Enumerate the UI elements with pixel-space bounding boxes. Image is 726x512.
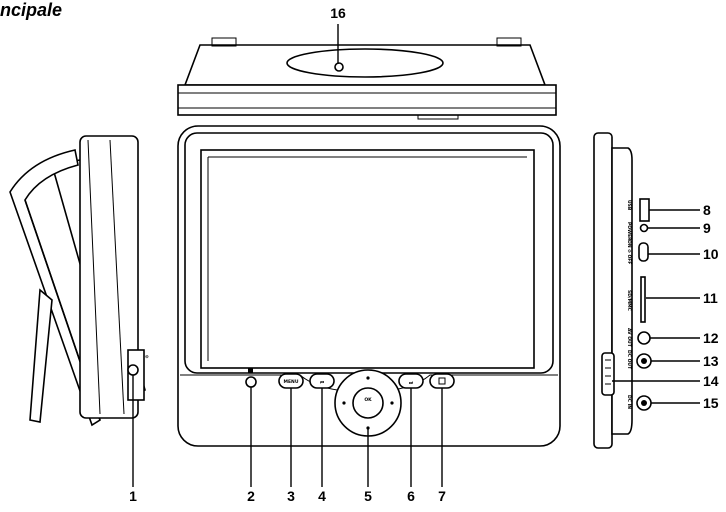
callout-2: 2 — [247, 488, 255, 504]
previous-icon: ⏮ — [320, 381, 324, 386]
power-led — [639, 223, 649, 233]
disc-lid-window — [286, 48, 444, 78]
page-title: ncipale — [0, 0, 63, 20]
dc-out-label: DC OUT — [626, 350, 632, 370]
callout-11: 11 — [703, 290, 718, 306]
callout-7: 7 — [438, 488, 446, 504]
usb-port — [639, 198, 650, 222]
lcd-screen — [200, 149, 535, 369]
callout-14: 14 — [703, 373, 719, 389]
menu-button-label: MENU — [284, 379, 299, 385]
callout-12: 12 — [703, 330, 719, 346]
right-arrow-icon — [390, 401, 394, 405]
callout-15: 15 — [703, 395, 719, 411]
callout-9: 9 — [703, 220, 711, 236]
av-out-jack — [637, 331, 651, 345]
stop-icon — [438, 377, 446, 385]
av-out-label: AV OUT — [626, 328, 632, 348]
callout-10: 10 — [703, 246, 719, 262]
headphone-icon: ⊙ — [145, 355, 149, 360]
callout-3: 3 — [287, 488, 295, 504]
callout-numbers: 1 2 3 4 5 6 7 8 9 10 11 12 13 14 15 16 — [129, 5, 719, 504]
next-icon: ⏭ — [409, 381, 414, 386]
card-slot — [640, 276, 646, 323]
callout-8: 8 — [703, 202, 711, 218]
leader-lines — [132, 24, 700, 487]
next-button[interactable]: ⏭ — [398, 373, 424, 389]
right-side-view: USB POWER ON ⊘ OFF SD/MMC AV OUT DC OUT … — [593, 132, 652, 449]
headphone-jack — [127, 364, 139, 376]
callout-16: 16 — [330, 5, 346, 21]
callout-13: 13 — [703, 353, 719, 369]
dc-in-label: DC IN — [626, 395, 632, 409]
navigation-pad[interactable]: OK — [334, 369, 402, 437]
callout-4: 4 — [318, 488, 326, 504]
callout-5: 5 — [364, 488, 372, 504]
ok-button-label: OK — [364, 397, 372, 403]
previous-button[interactable]: ⏮ — [309, 373, 335, 389]
left-side-view: ⊙ — [9, 135, 149, 427]
callout-1: 1 — [129, 488, 137, 504]
top-view — [177, 37, 557, 120]
stop-button[interactable] — [429, 373, 455, 389]
up-arrow-icon — [366, 376, 370, 380]
callout-6: 6 — [407, 488, 415, 504]
front-view: MENU ⏮ OK ⏭ — [177, 125, 561, 447]
card-label: SD/MMC — [626, 290, 632, 312]
usb-label: USB — [626, 200, 632, 211]
ir-sensor — [245, 368, 257, 388]
menu-button[interactable]: MENU — [278, 373, 304, 389]
on-off-label: ON ⊘ OFF — [626, 240, 632, 264]
power-switch[interactable] — [638, 242, 649, 262]
power-label: POWER — [626, 222, 632, 241]
left-arrow-icon — [342, 401, 346, 405]
